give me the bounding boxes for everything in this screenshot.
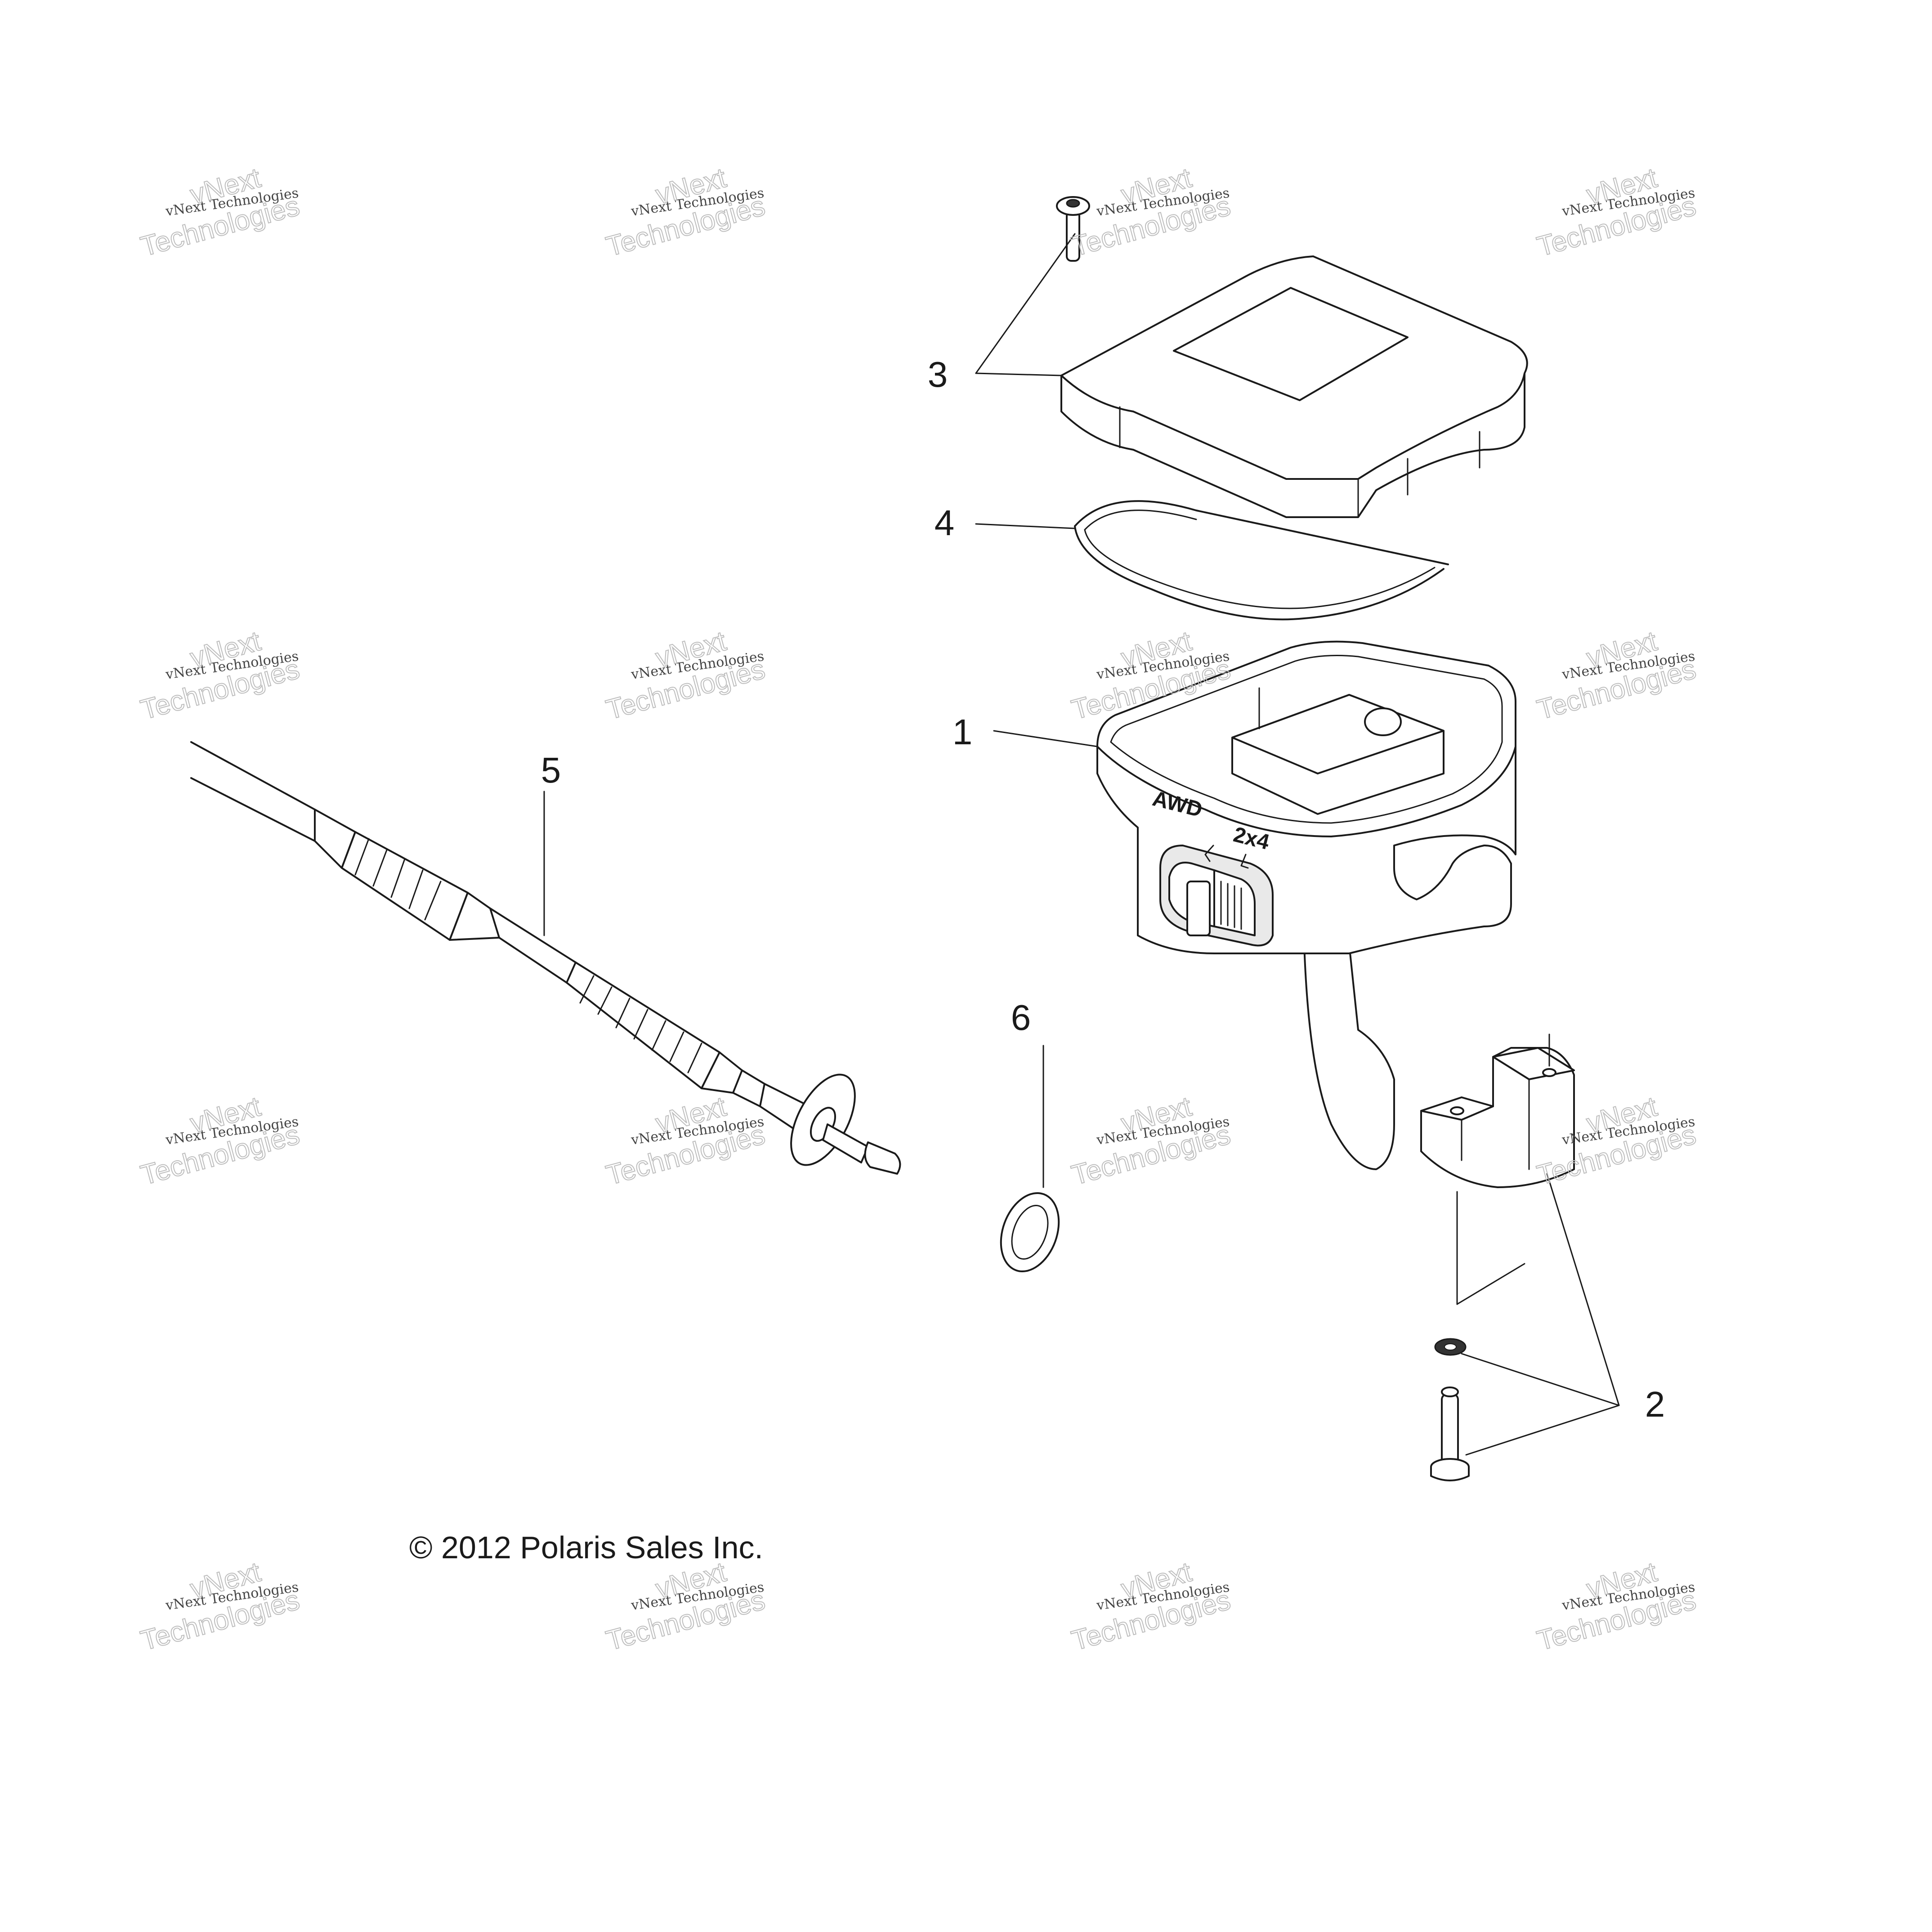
part-4-gasket — [1074, 500, 1449, 621]
callouts: 1 2 3 4 5 6 — [541, 354, 1665, 1424]
watermark-r4c3: vNext Technologies vNext Technologies — [1068, 1556, 1234, 1657]
part-2-clamp — [1420, 1033, 1575, 1188]
watermark-r1c1: vNext Technologies vNext Technologies — [137, 162, 303, 263]
watermark-r2c1: vNext Technologies vNext Technologies — [137, 625, 303, 726]
callout-4: 4 — [935, 503, 955, 543]
watermark-r4c2: vNext Technologies vNext Technologies — [603, 1556, 769, 1657]
watermark-r3c1: vNext Technologies vNext Technologies — [137, 1091, 303, 1192]
part-2-bolt — [1430, 1386, 1470, 1481]
callout-1: 1 — [953, 712, 973, 752]
part-6-o-ring — [1000, 1192, 1060, 1273]
watermark-r4c4: vNext Technologies vNext Technologies — [1534, 1556, 1699, 1657]
leader-lines — [543, 233, 1620, 1456]
part-2-washer — [1434, 1338, 1467, 1356]
watermark-r2c4: vNext Technologies vNext Technologies — [1534, 625, 1699, 726]
callout-2: 2 — [1645, 1384, 1665, 1424]
callout-6: 6 — [1011, 997, 1031, 1038]
part-3-screw — [1056, 196, 1090, 262]
watermark-r2c2: vNext Technologies vNext Technologies — [603, 625, 769, 726]
part-1-housing: AWD 2x4 — [1096, 640, 1516, 1170]
watermark-r1c4: vNext Technologies vNext Technologies — [1534, 162, 1699, 263]
watermark-r1c2: vNext Technologies vNext Technologies — [603, 162, 769, 263]
watermark-r4c1: vNext Technologies vNext Technologies — [137, 1556, 303, 1657]
callout-5: 5 — [541, 750, 561, 790]
watermark-r1c3: vNext Technologies vNext Technologies — [1068, 162, 1234, 263]
callout-3: 3 — [928, 354, 948, 394]
copyright-text: © 2012 Polaris Sales Inc. — [409, 1530, 763, 1565]
part-3-cover — [1060, 255, 1528, 518]
watermark-r3c3: vNext Technologies vNext Technologies — [1068, 1091, 1234, 1192]
watermark-r3c2: vNext Technologies vNext Technologies — [603, 1091, 769, 1192]
part-5-cable — [190, 741, 901, 1175]
